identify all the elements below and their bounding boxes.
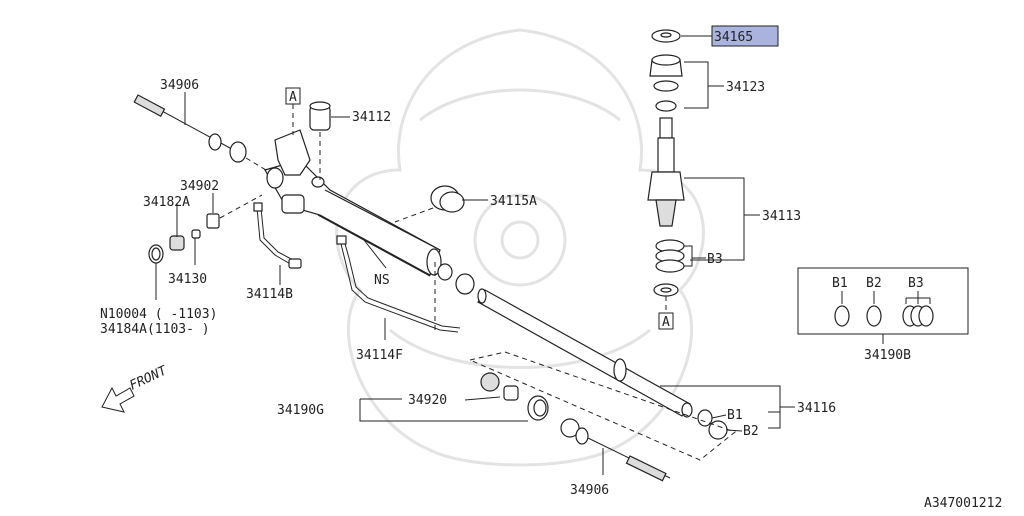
label-34906-bottom: 34906	[570, 483, 609, 498]
label-34112: 34112	[352, 110, 391, 125]
front-arrow: FRONT	[101, 363, 170, 413]
label-34116: 34116	[797, 401, 836, 416]
label-34902: 34902	[180, 179, 219, 194]
label-b3: B3	[707, 252, 723, 267]
label-ns: NS	[374, 273, 390, 288]
part-34123-seals	[649, 54, 683, 112]
label-b1: B1	[727, 408, 743, 423]
box-label-b2: B2	[866, 276, 882, 291]
part-34112-bushing	[309, 101, 331, 131]
label-b2: B2	[743, 424, 759, 439]
highlight-34165	[711, 25, 779, 47]
label-34130: 34130	[168, 272, 207, 287]
label-34114B: 34114B	[246, 287, 293, 302]
box-label-b1: B1	[832, 276, 848, 291]
label-34190B: 34190B	[864, 348, 911, 363]
part-34920-group	[480, 372, 549, 421]
tie-rod-left	[133, 94, 247, 163]
part-34113-pinion	[647, 117, 685, 227]
label-34113: 34113	[762, 209, 801, 224]
label-34906-top: 34906	[160, 78, 199, 93]
label-34184A: 34184A(1103- )	[100, 322, 210, 337]
rack-bar-34116	[477, 288, 693, 418]
label-34123: 34123	[726, 80, 765, 95]
watermark-emblem	[335, 28, 705, 467]
pipe-34114F	[336, 235, 461, 333]
seal-kit-box	[797, 267, 969, 335]
part-34115A	[430, 185, 465, 213]
part-34165-cap	[651, 29, 681, 43]
label-34115A: 34115A	[490, 194, 537, 209]
label-n10004: N10004 ( -1103)	[100, 307, 217, 322]
box-label-b3: B3	[908, 276, 924, 291]
tie-rod-right	[560, 418, 671, 482]
diagram-code: A347001212	[924, 496, 1002, 511]
gearbox-housing	[264, 129, 442, 277]
b3-seals	[655, 239, 685, 273]
label-34920: 34920	[408, 393, 447, 408]
label-34165: 34165	[714, 30, 753, 45]
ref-a-top: A	[289, 90, 297, 105]
label-front: FRONT	[127, 363, 170, 394]
left-small-parts	[148, 213, 220, 264]
label-34114F: 34114F	[356, 348, 403, 363]
pipe-34114B	[253, 202, 302, 269]
label-34190G: 34190G	[277, 403, 324, 418]
label-34182A: 34182A	[143, 195, 190, 210]
ref-a-bottom: A	[662, 315, 670, 330]
